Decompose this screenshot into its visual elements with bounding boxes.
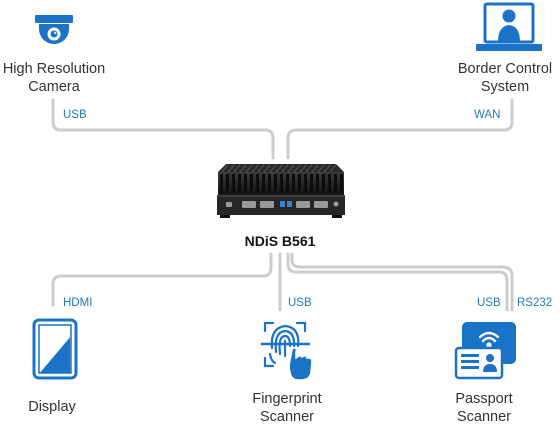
passport-rs232-label: RS232 <box>517 297 553 309</box>
border-label-line1: Border Control <box>457 61 553 77</box>
passport-label: Passport Scanner <box>436 390 532 426</box>
wire-display <box>51 252 273 307</box>
camera-label: High Resolution Camera <box>0 60 110 96</box>
camera-label-line1: High Resolution <box>2 61 106 77</box>
fanless-computer-icon <box>217 164 345 218</box>
camera-label-line2: Camera <box>28 79 80 95</box>
fingerprint-label: Fingerprint Scanner <box>232 390 342 426</box>
wire-passport-serial <box>290 252 514 312</box>
passport-label-line1: Passport <box>455 391 513 407</box>
fingerprint-label-line1: Fingerprint <box>252 391 322 407</box>
border-label: Border Control System <box>446 60 560 96</box>
hub-name: NDiS B561 <box>244 233 316 249</box>
wire-border <box>286 98 514 160</box>
fingerprint-label-line2: Scanner <box>259 409 314 425</box>
camera-usb-label: USB <box>63 109 87 121</box>
border-wan-label: WAN <box>474 109 501 121</box>
display-label: Display <box>28 399 76 415</box>
dome-camera-icon <box>35 15 73 44</box>
display-hdmi-label: HDMI <box>63 297 93 309</box>
display-panel-icon <box>32 318 78 380</box>
wire-passport-usb <box>286 252 509 312</box>
border-label-line2: System <box>480 79 530 95</box>
passport-usb-label: USB <box>477 297 501 309</box>
fingerprint-usb-label: USB <box>288 297 312 309</box>
workstation-user-icon <box>476 2 542 51</box>
passport-reader-icon <box>454 322 516 380</box>
wire-camera <box>51 98 275 160</box>
passport-label-line2: Scanner <box>456 409 511 425</box>
fingerprint-scanner-icon <box>261 321 313 381</box>
